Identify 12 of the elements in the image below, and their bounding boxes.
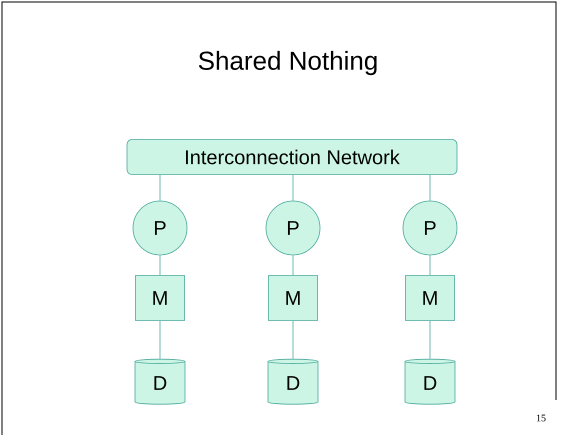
disk-cylinder: D [268, 358, 318, 405]
memory-box: M [268, 275, 318, 321]
slide-title: Shared Nothing [198, 50, 377, 76]
memory-box: M [405, 275, 455, 321]
connector-line [292, 255, 294, 276]
disk-cylinder: D [134, 358, 186, 405]
page-number: 15 [536, 414, 546, 422]
connector-line [292, 174, 294, 201]
connector-line [292, 320, 294, 360]
memory-box: M [135, 275, 185, 321]
network-box: Interconnection Network [126, 139, 458, 175]
disk-cylinder: D [404, 358, 456, 405]
